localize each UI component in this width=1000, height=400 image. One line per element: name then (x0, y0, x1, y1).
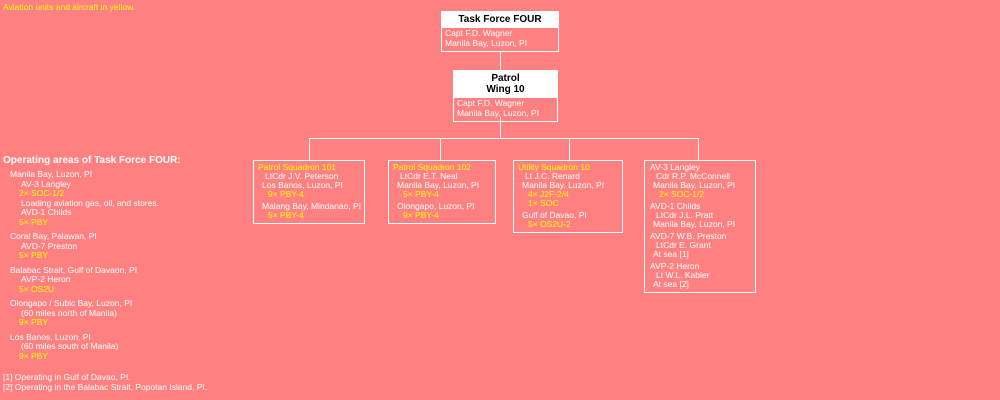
connector-horizontal-bus (309, 138, 699, 139)
ship-name: AVD-7 W.B. Preston (650, 231, 727, 241)
operating-area: Olongapo / Subic Bay, Luzon, PI (60 mile… (10, 298, 159, 328)
ship-location: At sea [2] (653, 279, 689, 289)
patrol-wing-location: Manila Bay, Luzon, PI (457, 107, 540, 118)
footnote-2: [2] Operating in the Balabac Strait, Pop… (3, 381, 208, 392)
footnote-1: [1] Operating in Gulf of Davao, PI. (3, 372, 131, 382)
utility-squadron-aircraft: 4× J2F-2/4 (528, 189, 569, 199)
patrol-wing-commander: Capt F.D. Wagner (457, 98, 525, 108)
operating-area: Manila Bay, Luzon, PI AV-3 Langley 2× SO… (10, 169, 159, 227)
ship-location: Manila Bay, Luzon, PI (653, 180, 736, 190)
squadron-101-aircraft: 5× PBY-4 (268, 210, 304, 220)
utility-squadron-commander: Lt J.C. Renard (525, 171, 580, 181)
ship-name: AVD-1 Childs (650, 201, 701, 211)
task-force-commander: Capt F.D. Wagner (445, 28, 513, 38)
area-aircraft: 5× PBY (19, 216, 49, 227)
connector-drop-squadron-102 (440, 139, 441, 160)
utility-squadron-title: Utility Squadron 10 (518, 162, 590, 172)
ship-aircraft: 2× SOC-1/2 (659, 189, 705, 199)
area-ship: AV-3 Langley (21, 178, 71, 189)
box-patrol-wing: Patrol Wing 10 Capt F.D. Wagner Manila B… (453, 70, 558, 122)
area-ship: AVP-2 Heron (21, 274, 71, 284)
area-location: Coral Bay, Palawan, PI (10, 231, 97, 241)
area-aircraft: 9× PBY (19, 350, 49, 361)
ship-location: Manila Bay, Luzon, PI (653, 219, 736, 229)
squadron-101-title: Patrol Squadron 101 (258, 162, 336, 172)
ship-name: AVP-2 Heron (650, 261, 700, 271)
squadron-102-title: Patrol Squadron 102 (393, 162, 471, 172)
area-ship: AVD-1 Childs (21, 207, 72, 217)
utility-squadron-station: Gulf of Davao, PI (522, 210, 587, 220)
area-note: (60 miles north of Manila) (21, 307, 117, 318)
squadron-102-station: Olongapo, Luzon, PI (397, 201, 475, 211)
area-location: Olongapo / Subic Bay, Luzon, PI (10, 298, 133, 308)
utility-squadron-aircraft: 1× SOC (528, 198, 559, 208)
area-note: Loading aviation gas, oil, and stores. (21, 197, 159, 208)
ship-name: AV-3 Langley (650, 162, 700, 172)
area-ship: AVD-7 Preston (21, 240, 78, 251)
connector-drop-ships (698, 139, 699, 160)
connector-taskforce-to-wing (500, 51, 501, 70)
footnotes: [1] Operating in Gulf of Davao, PI. [2] … (3, 372, 208, 392)
operating-area: Balabac Strait, Gulf of Davaon, PI AVP-2… (10, 264, 159, 295)
area-location: Balabac Strait, Gulf of Davaon, PI (10, 264, 138, 275)
area-location: Los Banos, Luzon, PI (10, 331, 91, 342)
task-force-location: Manila Bay, Luzon, PI (445, 37, 528, 48)
squadron-101-station: Los Banos, Luzon, PI (262, 180, 343, 190)
ship-commander: Cdr R.P. McConnell (656, 171, 731, 181)
squadron-102-commander: LtCdr E.T. Neal (400, 171, 458, 181)
area-aircraft: 5× PBY (19, 250, 49, 260)
connector-drop-squadron-101 (309, 139, 310, 160)
task-force-title: Task Force FOUR (442, 12, 558, 28)
squadron-101-station: Malang Bay, Mindanao, PI (262, 201, 362, 211)
patrol-wing-title-line1: Patrol (491, 73, 520, 84)
ship-location: At sea [1] (653, 249, 689, 259)
utility-squadron-station: Manila Bay, Luzon, PI (522, 180, 605, 190)
operating-areas-panel: Manila Bay, Luzon, PI AV-3 Langley 2× SO… (10, 169, 159, 366)
area-aircraft: 2× SOC-1/2 (19, 188, 65, 198)
ship-commander: Lt W.L. Kabler (656, 270, 710, 280)
patrol-wing-title: Patrol Wing 10 (454, 71, 557, 98)
patrol-wing-title-line2: Wing 10 (486, 84, 525, 95)
box-squadron-102: Patrol Squadron 102 LtCdr E.T. Neal Mani… (388, 160, 496, 224)
box-seaplane-tenders: AV-3 Langley Cdr R.P. McConnell Manila B… (644, 160, 756, 293)
patrol-wing-details: Capt F.D. Wagner Manila Bay, Luzon, PI (454, 98, 557, 121)
ship-commander: LtCdr E. Grant (656, 240, 711, 250)
box-squadron-101: Patrol Squadron 101 LtCdr J.V. Peterson … (253, 160, 365, 224)
box-task-force: Task Force FOUR Capt F.D. Wagner Manila … (441, 11, 559, 52)
operating-areas-heading: Operating areas of Task Force FOUR: (3, 155, 181, 166)
operating-area: Coral Bay, Palawan, PI AVD-7 Preston 5× … (10, 231, 159, 261)
squadron-102-aircraft: 9× PBY-4 (403, 210, 439, 220)
area-aircraft: 9× PBY (19, 317, 49, 327)
task-force-details: Capt F.D. Wagner Manila Bay, Luzon, PI (442, 28, 558, 51)
box-utility-squadron-10: Utility Squadron 10 Lt J.C. Renard Manil… (513, 160, 623, 233)
connector-wing-to-bus (500, 117, 501, 139)
operating-area: Los Banos, Luzon, PI (60 miles south of … (10, 331, 159, 362)
area-aircraft: 5× OS2U (19, 283, 55, 294)
squadron-101-aircraft: 9× PBY-4 (268, 189, 304, 199)
connector-drop-utility-squadron (569, 139, 570, 160)
squadron-102-aircraft: 5× PBY-4 (403, 189, 439, 199)
area-note: (60 miles south of Manila) (21, 341, 119, 351)
ship-commander: LtCdr J.L. Pratt (656, 210, 714, 220)
squadron-102-station: Manila Bay, Luzon, PI (397, 180, 480, 190)
area-location: Manila Bay, Luzon, PI (10, 169, 93, 179)
utility-squadron-aircraft: 5× OS2U-2 (528, 219, 571, 229)
legend-note: Aviation units and aircraft in yellow. (3, 2, 136, 12)
squadron-101-commander: LtCdr J.V. Peterson (265, 171, 339, 181)
